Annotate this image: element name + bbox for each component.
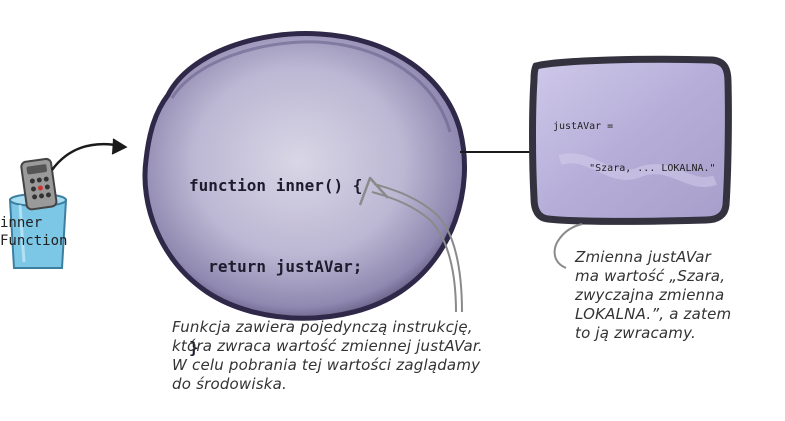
cup-label-line-2: Function <box>0 233 68 249</box>
env-variable-line: justAVar = <box>553 121 614 132</box>
code-line-1: function inner() { <box>189 176 363 195</box>
annotation-right-line: zwyczajna zmienna <box>575 286 725 304</box>
function-blob <box>142 31 467 321</box>
environment-contents: justAVar = "Szara, ... LOKALNA." <box>553 92 716 204</box>
env-value-line: "Szara, ... LOKALNA." <box>553 163 716 174</box>
pointer-arrow-environment <box>553 223 583 269</box>
remote-control-icon <box>20 157 58 211</box>
annotation-right-line: ma wartość „Szara, <box>575 267 726 285</box>
annotation-left-line: do środowiska. <box>172 375 288 393</box>
annotation-right-line: Zmienna justAVar <box>575 248 712 266</box>
annotation-left-line: Funkcja zawiera pojedynczą instrukcję, <box>172 318 473 336</box>
code-line-2: return justAVar; <box>189 257 363 276</box>
cup-label: inner Function <box>0 214 67 250</box>
annotation-right-line: to ją zwracamy. <box>575 324 696 342</box>
annotation-left-line: W celu pobrania tej wartości zaglądamy <box>172 356 481 374</box>
pointer-arrow-code <box>358 176 463 313</box>
reference-arrow <box>50 138 128 171</box>
annotation-left: Funkcja zawiera pojedynczą instrukcję, k… <box>172 318 502 394</box>
environment-box <box>529 55 732 225</box>
function-code: function inner() { return justAVar; } <box>189 118 362 415</box>
annotation-right: Zmienna justAVar ma wartość „Szara, zwyc… <box>575 248 785 343</box>
annotation-right-line: LOKALNA.”, a zatem <box>575 305 732 323</box>
code-line-3: } <box>189 338 199 357</box>
annotation-left-line: która zwraca wartość zmiennej justAVar. <box>172 337 483 355</box>
cup-label-line-1: inner <box>0 215 43 231</box>
